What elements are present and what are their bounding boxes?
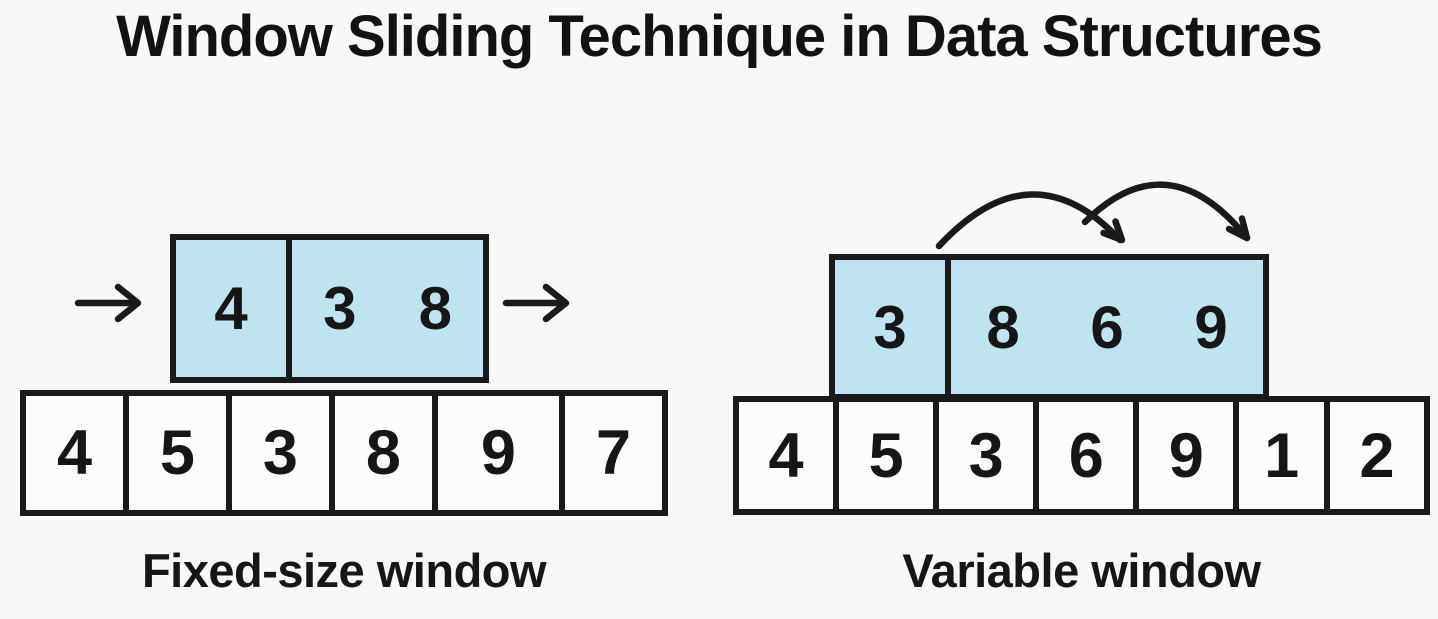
window-value: 8 bbox=[418, 275, 452, 342]
array-value: 6 bbox=[1068, 420, 1104, 491]
fixed-window-caption: Fixed-size window bbox=[141, 544, 547, 597]
array-value: 1 bbox=[1264, 420, 1300, 491]
window-value: 3 bbox=[873, 293, 907, 361]
array-value: 8 bbox=[365, 418, 401, 488]
array-value: 5 bbox=[868, 420, 904, 491]
array-cell: 4 bbox=[739, 402, 834, 509]
window-cell: 3 8 bbox=[286, 240, 483, 377]
fixed-array: 4 5 3 8 9 7 bbox=[20, 390, 668, 516]
array-value: 9 bbox=[480, 418, 516, 488]
window-value: 8 bbox=[986, 293, 1020, 361]
array-value: 7 bbox=[595, 418, 632, 488]
array-value: 5 bbox=[159, 418, 195, 488]
array-cell: 7 bbox=[559, 396, 662, 510]
array-value: 3 bbox=[968, 420, 1004, 491]
variable-sliding-window: 3 8 6 9 bbox=[829, 254, 1269, 400]
array-cell: 2 bbox=[1323, 402, 1425, 509]
page-title: Window Sliding Technique in Data Structu… bbox=[116, 4, 1323, 69]
array-cell: 4 bbox=[26, 396, 123, 510]
array-cell: 5 bbox=[122, 396, 226, 510]
window-cell: 4 bbox=[176, 240, 286, 377]
array-cell: 9 bbox=[1133, 402, 1234, 509]
slide-in-arrow-icon bbox=[74, 283, 142, 323]
array-cell: 8 bbox=[328, 396, 432, 510]
window-value: 9 bbox=[1194, 293, 1228, 361]
variable-window-caption: Variable window bbox=[902, 544, 1261, 597]
array-cell: 3 bbox=[933, 402, 1034, 509]
array-value: 4 bbox=[56, 418, 92, 488]
array-value: 3 bbox=[262, 418, 298, 488]
array-cell: 5 bbox=[833, 402, 934, 509]
array-value: 9 bbox=[1168, 420, 1204, 491]
array-value: 4 bbox=[768, 420, 804, 491]
window-value: 4 bbox=[214, 275, 248, 342]
window-cell: 3 bbox=[835, 260, 945, 394]
array-cell: 3 bbox=[225, 396, 329, 510]
window-value: 6 bbox=[1090, 293, 1124, 361]
array-cell: 9 bbox=[431, 396, 560, 510]
window-cell: 8 6 9 bbox=[945, 260, 1263, 394]
array-value: 2 bbox=[1359, 420, 1395, 491]
window-value: 3 bbox=[323, 275, 357, 342]
variable-array: 4 5 3 6 9 1 2 bbox=[733, 396, 1430, 515]
array-cell: 1 bbox=[1233, 402, 1324, 509]
array-cell: 6 bbox=[1033, 402, 1134, 509]
fixed-sliding-window: 4 3 8 bbox=[170, 234, 489, 383]
slide-out-arrow-icon bbox=[502, 283, 570, 323]
